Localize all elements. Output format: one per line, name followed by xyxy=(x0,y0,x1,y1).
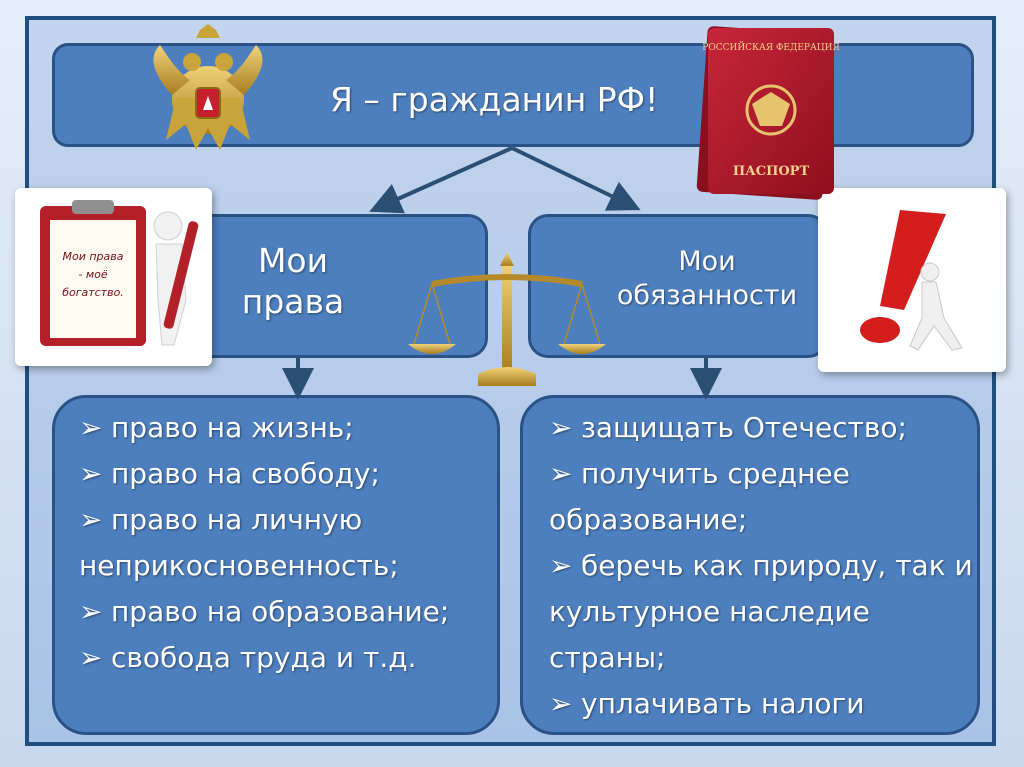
clipboard-icon: Мои права - моё богатство. xyxy=(40,200,199,346)
list-item: ➢право на личную неприкосновенность; xyxy=(79,497,497,589)
duties-label: Мои обязанности xyxy=(616,246,798,311)
coat-of-arms-icon xyxy=(153,24,263,150)
connector-arrows xyxy=(282,146,722,400)
list-item: ➢право на свободу; xyxy=(79,451,497,497)
arrow-to-duties xyxy=(511,146,641,211)
rights-list-box: ➢право на жизнь; ➢право на свободу; ➢пра… xyxy=(52,395,500,735)
bullet-arrow-icon: ➢ xyxy=(79,411,103,444)
arrow-to-rights xyxy=(369,146,513,214)
passport-label-text: ПАСПОРТ xyxy=(733,164,810,179)
list-item: ➢свобода труда и т.д. xyxy=(79,635,497,681)
bullet-arrow-icon: ➢ xyxy=(79,641,103,674)
scales-icon xyxy=(408,252,606,386)
bullet-arrow-icon: ➢ xyxy=(549,687,573,720)
bullet-arrow-icon: ➢ xyxy=(79,595,103,628)
list-item: ➢беречь как природу, так и культурное на… xyxy=(549,543,977,681)
bullet-arrow-icon: ➢ xyxy=(79,503,103,536)
clipboard-note-line-1: Мои права xyxy=(62,250,123,263)
clipboard-note-line-2: - моё xyxy=(78,268,107,281)
page-title: Я – гражданин РФ! xyxy=(330,80,659,119)
bullet-arrow-icon: ➢ xyxy=(79,457,103,490)
rights-list: ➢право на жизнь; ➢право на свободу; ➢пра… xyxy=(79,405,497,681)
list-item: ➢получить среднее образование; xyxy=(549,451,977,543)
passport-icon: РОССИЙСКАЯ ФЕДЕРАЦИЯ ПАСПОРТ xyxy=(696,26,840,200)
list-item: ➢защищать Отечество; xyxy=(549,405,977,451)
rights-label: Мои права xyxy=(241,241,345,322)
bullet-arrow-icon: ➢ xyxy=(549,411,573,444)
exclamation-icon xyxy=(860,210,963,351)
bullet-arrow-icon: ➢ xyxy=(549,549,573,582)
passport-country-text: РОССИЙСКАЯ ФЕДЕРАЦИЯ xyxy=(702,41,839,53)
bullet-arrow-icon: ➢ xyxy=(549,457,573,490)
rights-header-box xyxy=(188,214,488,358)
duties-list: ➢защищать Отечество; ➢получить среднее о… xyxy=(549,405,977,727)
list-item: ➢право на образование; xyxy=(79,589,497,635)
duties-list-box: ➢защищать Отечество; ➢получить среднее о… xyxy=(520,395,980,735)
list-item: ➢уплачивать налоги xyxy=(549,681,977,727)
list-item: ➢право на жизнь; xyxy=(79,405,497,451)
clipboard-note-line-3: богатство. xyxy=(62,286,124,299)
